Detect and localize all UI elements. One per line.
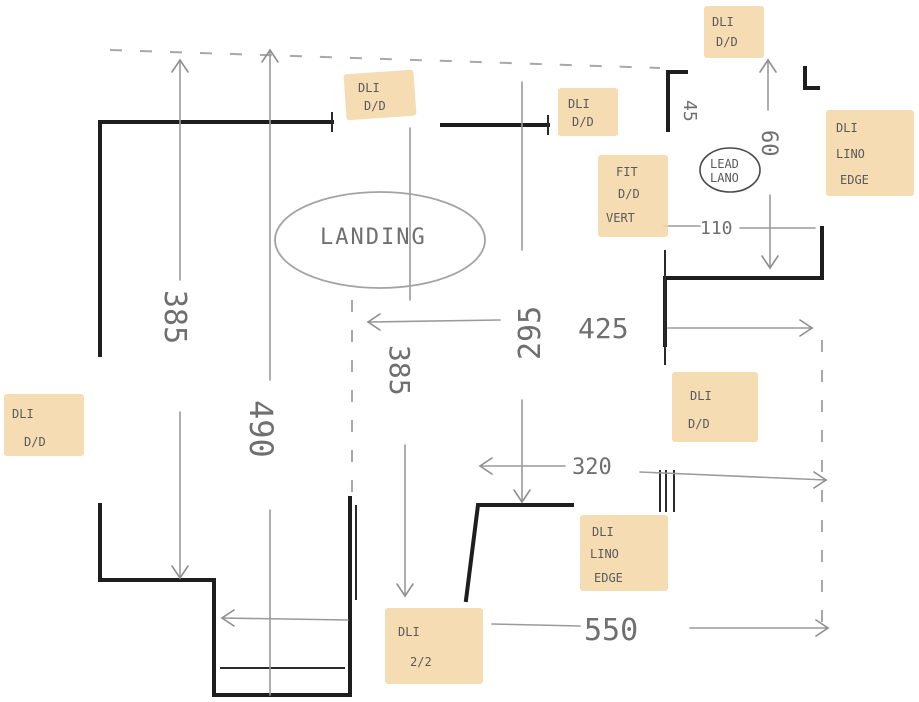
note-mid-right: DLI D/D xyxy=(672,372,758,442)
note-lower-right: DLI LINO EDGE xyxy=(580,515,668,591)
arrowhead xyxy=(261,48,279,63)
note-bottom-line-1: DLI xyxy=(398,625,420,639)
note-fit-line-2: D/D xyxy=(618,187,640,201)
note-lower-right-line-1: DLI xyxy=(592,525,614,539)
dim-label-295: 295 xyxy=(513,306,548,360)
room-label-landing: LANDING xyxy=(320,225,427,250)
landing-oval xyxy=(274,191,486,289)
arrowhead xyxy=(220,609,830,637)
dim-line-550 xyxy=(221,617,829,629)
arrowhead xyxy=(799,319,814,337)
note-mid-right-line-2: D/D xyxy=(688,417,710,431)
note-left-line-2: D/D xyxy=(24,435,46,449)
dim-line-landing-arrow xyxy=(367,319,501,323)
note-lower-right-line-3: EDGE xyxy=(594,571,623,585)
arrowhead xyxy=(513,489,531,504)
arrowhead xyxy=(366,313,381,331)
wall-right-step xyxy=(463,503,574,603)
top-boundary-dashed-line xyxy=(109,49,661,69)
note-top-right-line-2: D/D xyxy=(716,35,738,49)
wall-end-tick xyxy=(659,470,675,512)
dim-label-425: 425 xyxy=(578,312,629,345)
dim-line-320 xyxy=(479,465,827,481)
note-fit: FIT D/D VERT xyxy=(598,155,668,237)
note-fit-line-1: FIT xyxy=(616,165,638,179)
note-fit-line-3: VERT xyxy=(606,211,635,225)
dim-label-320: 320 xyxy=(572,455,612,480)
arrowhead xyxy=(759,58,779,270)
lead-circle xyxy=(699,147,761,193)
note-top-mid-line-2: D/D xyxy=(572,115,594,129)
dim-label-45: 45 xyxy=(679,100,700,122)
note-left: DLI D/D xyxy=(4,394,84,456)
dim-label-60: 60 xyxy=(756,130,781,157)
arrowhead xyxy=(396,583,414,598)
note-right-edge-line-3: EDGE xyxy=(840,173,869,187)
dim-label-110: 110 xyxy=(700,218,733,239)
note-right-edge-line-1: DLI xyxy=(836,121,858,135)
note-lower-right-line-2: LINO xyxy=(590,547,619,561)
circle-note-line-2: LANO xyxy=(710,171,739,185)
dim-label-385-center: 385 xyxy=(383,345,416,396)
note-top-mid-line-1: DLI xyxy=(568,97,590,111)
note-top-center-line-2: D/D xyxy=(364,99,386,113)
note-bottom-line-2: 2/2 xyxy=(410,655,432,669)
note-top-right: DLI D/D xyxy=(704,6,764,58)
arrowhead xyxy=(478,457,828,489)
note-right-edge-line-2: LINO xyxy=(836,147,865,161)
dim-line-385-center xyxy=(404,127,411,596)
note-top-right-line-1: DLI xyxy=(712,15,734,29)
wall-top-right-post xyxy=(666,70,688,132)
note-mid-right-line-1: DLI xyxy=(690,389,712,403)
wall-top-right-corner xyxy=(803,66,820,90)
dim-line-110 xyxy=(663,225,816,229)
dim-label-385-left: 385 xyxy=(157,290,192,344)
note-top-center-line-1: DLI xyxy=(358,81,380,95)
note-left-line-1: DLI xyxy=(12,407,34,421)
dim-line-60 xyxy=(767,59,771,269)
wall-top-left xyxy=(98,120,334,357)
note-top-mid: DLI D/D xyxy=(558,88,618,136)
arrowhead xyxy=(171,58,189,580)
note-top-center: DLI D/D xyxy=(343,69,417,121)
note-right-edge: DLI LINO EDGE xyxy=(826,110,914,196)
circle-note-line-1: LEAD xyxy=(710,157,739,171)
note-bottom: DLI 2/2 xyxy=(385,608,483,684)
wall-left-lower xyxy=(98,496,352,697)
dim-label-490: 490 xyxy=(242,400,280,458)
dim-label-550: 550 xyxy=(584,613,638,648)
